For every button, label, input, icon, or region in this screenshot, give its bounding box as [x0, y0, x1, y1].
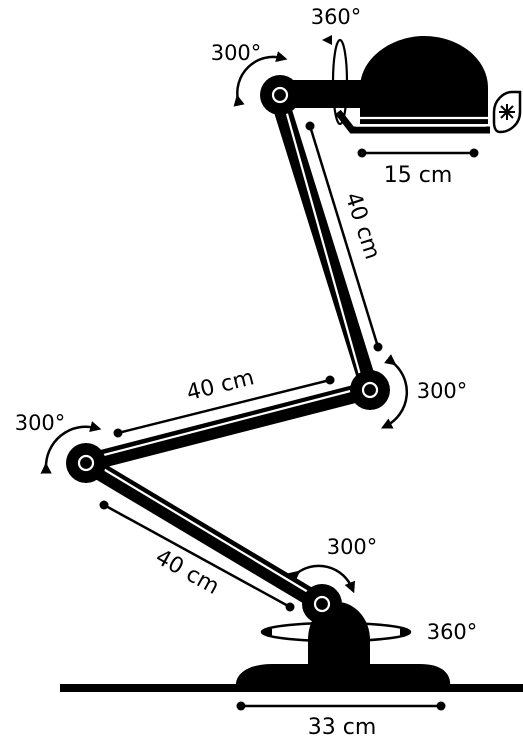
switch-icon [492, 90, 522, 134]
shade-length-label: 15 cm [384, 163, 453, 188]
knee-rotation-arrow [40, 421, 102, 474]
elbow-joint-label: 300° [417, 379, 468, 403]
shade-swivel-arrow [331, 38, 349, 126]
upper-arm-length-label: 40 cm [340, 190, 385, 263]
dimension-base [236, 701, 446, 711]
upper-arm [269, 86, 379, 399]
lower-arm-length-label: 40 cm [151, 545, 223, 600]
base-swivel-label: 360° [427, 620, 478, 644]
base-joint [302, 584, 342, 624]
elbow-joint [350, 370, 390, 410]
head-joint-label: 300° [211, 41, 262, 65]
middle-arm [77, 381, 379, 472]
dimension-lower-arm [99, 500, 295, 612]
knee-joint [66, 443, 106, 483]
base-rotation-arrow [288, 564, 356, 594]
dimension-middle-arm [113, 375, 335, 438]
shade-swivel-label: 360° [311, 5, 362, 29]
base-width-label: 33 cm [308, 715, 377, 740]
dimension-upper-arm [305, 121, 383, 352]
dimension-shade [357, 148, 479, 158]
lamp-shade [360, 36, 488, 124]
head-rotation-arrow [233, 51, 288, 107]
base-joint-label: 300° [327, 535, 378, 559]
lower-arm [77, 454, 331, 613]
elbow-rotation-arrow [380, 354, 409, 429]
lamp-base-plate [235, 664, 451, 688]
knee-joint-label: 300° [15, 411, 66, 435]
